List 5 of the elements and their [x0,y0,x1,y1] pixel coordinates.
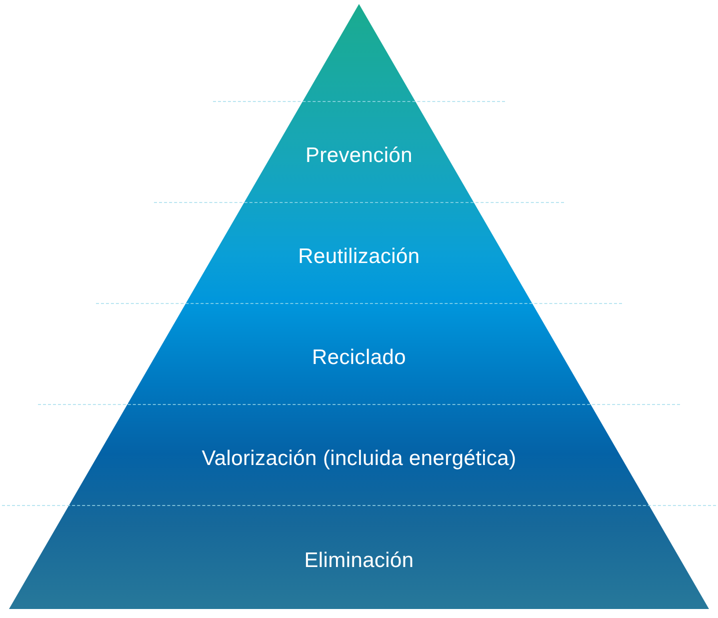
level-label: Eliminación [304,549,414,573]
level-label: Reutilización [298,244,420,268]
level-label: Reciclado [312,346,406,370]
level-label: Valorización (incluida energética) [202,446,516,470]
level-label: Prevención [305,144,413,168]
